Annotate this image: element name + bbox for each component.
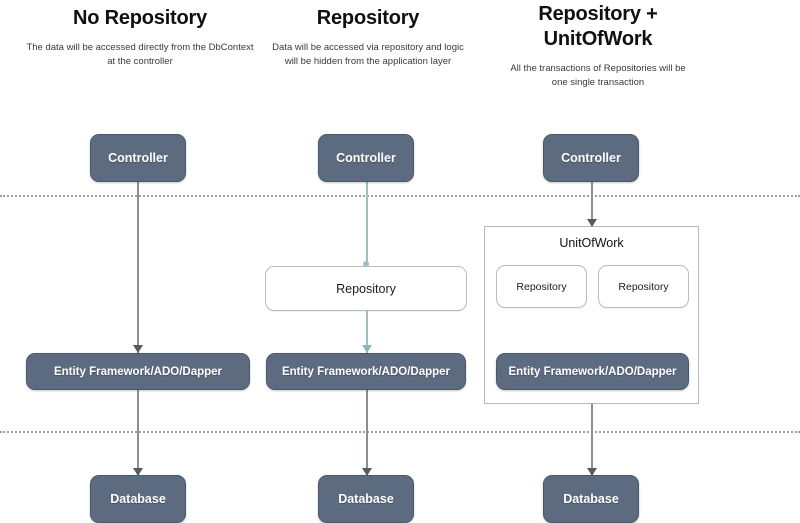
arrowhead-data-access-col1: [133, 345, 143, 353]
node-repository-1-col3[interactable]: Repository: [496, 265, 587, 308]
node-label: Database: [563, 492, 619, 506]
arrowhead-data-access-col2: [362, 345, 372, 353]
connector-controller-to-data-access-col1: [137, 182, 139, 353]
node-repository-col2[interactable]: Repository: [265, 266, 467, 311]
node-label: Repository: [516, 280, 567, 293]
node-label: Controller: [108, 151, 168, 165]
column-header-repository-unitofwork: Repository + UnitOfWork All the transact…: [492, 2, 704, 90]
node-repository-2-col3[interactable]: Repository: [598, 265, 689, 308]
node-controller-col3[interactable]: Controller: [543, 134, 639, 182]
arrowhead-database-col2: [362, 468, 372, 476]
column-title-repository: Repository: [316, 7, 420, 29]
layer-separator-2: [0, 431, 800, 433]
arrowhead-database-col1: [133, 468, 143, 476]
node-label: Repository: [336, 281, 396, 296]
node-label: Entity Framework/ADO/Dapper: [53, 365, 223, 378]
connector-unitofwork-to-database-col3: [591, 404, 593, 475]
node-database-col1[interactable]: Database: [90, 475, 186, 523]
column-title-repository-unitofwork: Repository + UnitOfWork: [538, 3, 658, 50]
connector-endpoint-repository-col2: [363, 261, 369, 267]
connector-data-access-to-database-col2: [366, 390, 368, 475]
connector-data-access-to-database-col1: [137, 390, 139, 475]
node-controller-col2[interactable]: Controller: [318, 134, 414, 182]
node-database-col2[interactable]: Database: [318, 475, 414, 523]
arrowhead-database-col3: [587, 468, 597, 476]
node-label: Entity Framework/ADO/Dapper: [281, 365, 451, 378]
column-title-no-repository: No Repository: [72, 7, 208, 29]
node-label: Repository: [618, 280, 669, 293]
arrowhead-unitofwork-col3: [587, 219, 597, 227]
column-subtitle-repository-unitofwork: All the transactions of Repositories wil…: [510, 63, 686, 88]
column-header-repository: Repository Data will be accessed via rep…: [252, 6, 484, 69]
node-data-access-col3[interactable]: Entity Framework/ADO/Dapper: [496, 353, 689, 390]
node-label: Controller: [336, 151, 396, 165]
node-data-access-col1[interactable]: Entity Framework/ADO/Dapper: [26, 353, 250, 390]
node-label: Controller: [561, 151, 621, 165]
connector-controller-to-unitofwork-col3: [591, 182, 593, 226]
node-label: Database: [110, 492, 166, 506]
column-subtitle-repository: Data will be accessed via repository and…: [272, 42, 464, 67]
connector-repository-to-data-access-col2: [366, 311, 368, 353]
column-subtitle-no-repository: The data will be accessed directly from …: [26, 42, 254, 67]
node-controller-col1[interactable]: Controller: [90, 134, 186, 182]
node-label: Database: [338, 492, 394, 506]
node-database-col3[interactable]: Database: [543, 475, 639, 523]
column-header-no-repository: No Repository The data will be accessed …: [10, 6, 270, 69]
group-title-unitofwork: UnitOfWork: [559, 236, 624, 250]
node-label: Entity Framework/ADO/Dapper: [508, 365, 677, 378]
node-data-access-col2[interactable]: Entity Framework/ADO/Dapper: [266, 353, 466, 390]
layer-separator-1: [0, 195, 800, 197]
connector-controller-to-repository-col2: [366, 182, 368, 266]
